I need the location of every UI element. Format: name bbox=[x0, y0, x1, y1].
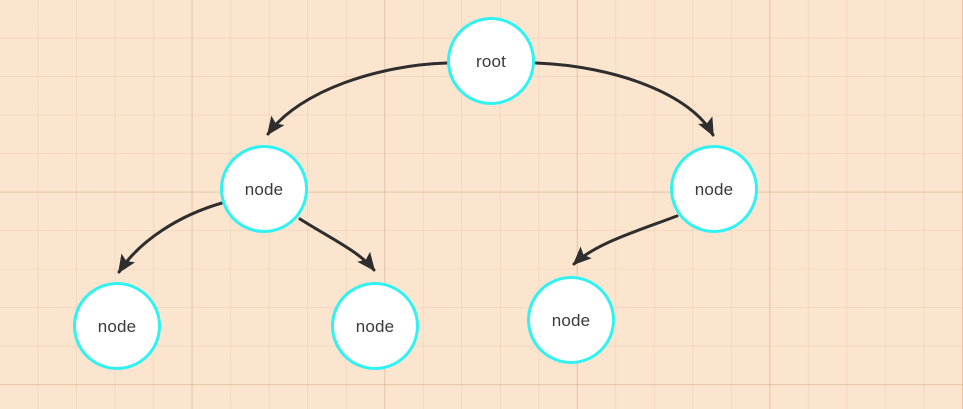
graph-node-root[interactable]: root bbox=[447, 17, 535, 105]
node-label: root bbox=[475, 51, 507, 71]
edge-root-to-mid-l[interactable] bbox=[266, 61, 449, 136]
graph-node-leaf-1[interactable]: node bbox=[73, 282, 161, 370]
edge-root-to-mid-r[interactable] bbox=[534, 61, 715, 137]
node-label: node bbox=[244, 179, 284, 199]
graph-node-mid-r[interactable]: node bbox=[670, 145, 758, 233]
edge-mid-r-to-leaf-3[interactable] bbox=[572, 214, 679, 266]
graph-node-leaf-3[interactable]: node bbox=[527, 276, 615, 364]
node-label: node bbox=[551, 310, 591, 330]
edge-group bbox=[117, 61, 715, 274]
edge-mid-l-to-leaf-2[interactable] bbox=[298, 217, 376, 272]
node-label: node bbox=[97, 316, 137, 336]
edge-mid-l-to-leaf-1[interactable] bbox=[117, 201, 224, 274]
graph-node-mid-l[interactable]: node bbox=[220, 145, 308, 233]
node-label: node bbox=[355, 316, 395, 336]
graph-node-leaf-2[interactable]: node bbox=[331, 282, 419, 370]
node-label: node bbox=[694, 179, 734, 199]
